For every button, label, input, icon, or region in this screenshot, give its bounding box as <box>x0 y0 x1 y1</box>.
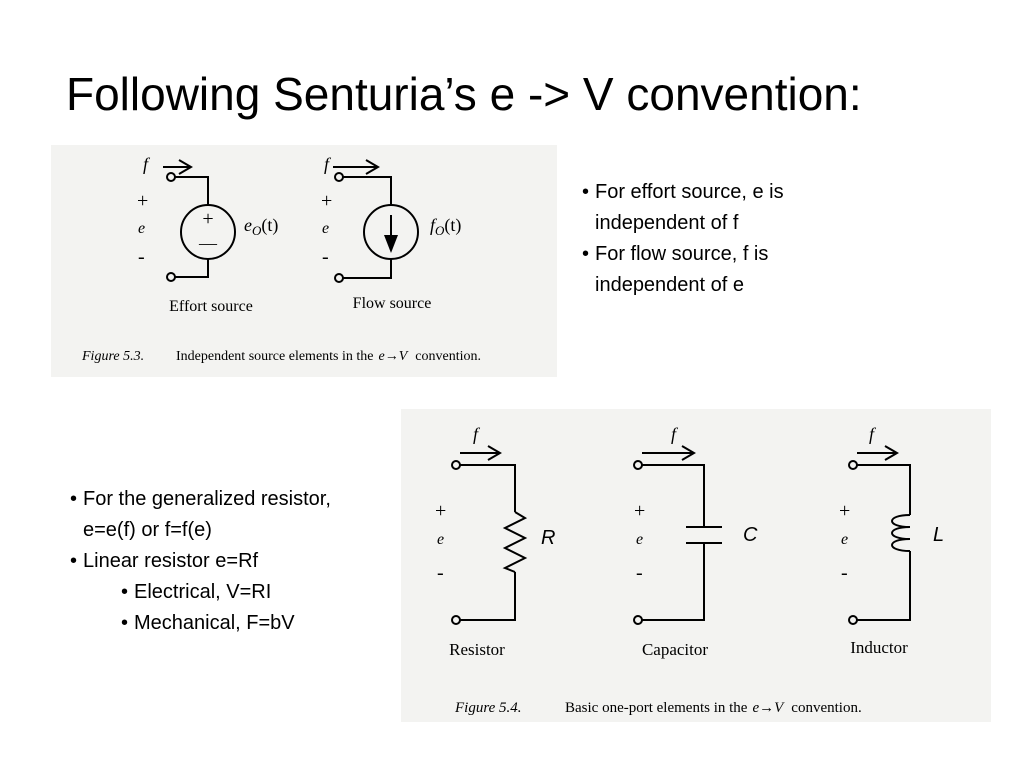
resistor-zigzag-icon <box>502 511 528 573</box>
flow-bottom-wire <box>343 259 392 279</box>
figure-independent-sources: f + e - + — eO(t) Effort source f + e - … <box>51 145 557 377</box>
list-item: Electrical, V=RI <box>121 577 380 608</box>
list-item: Mechanical, F=bV <box>121 608 380 639</box>
flow-minus-label: - <box>322 246 329 268</box>
resistor-minus-label: - <box>437 562 444 584</box>
independent-sources-diagram: f + e - + — eO(t) Effort source f + e - … <box>81 154 481 364</box>
capacitor-bottom-wire <box>642 543 705 621</box>
inductor-top-terminal <box>848 460 858 470</box>
inductor-f-label: f <box>869 424 877 444</box>
resistor-e-label: e <box>437 531 444 548</box>
resistor-symbol-label: R <box>541 527 555 549</box>
resistor-top-wire <box>460 464 516 512</box>
effort-bottom-wire <box>175 259 209 278</box>
inductor-caption: Inductor <box>850 638 908 657</box>
capacitor-f-label: f <box>671 424 679 444</box>
flow-top-terminal <box>334 172 344 182</box>
flow-flow-arrow-icon <box>333 159 380 175</box>
inductor-bottom-terminal <box>848 615 858 625</box>
flow-top-wire <box>343 176 392 205</box>
flow-e-label: e <box>322 220 329 237</box>
source-notes-list: For effort source, e is independent of f… <box>582 177 882 301</box>
effort-flow-arrow-icon <box>163 159 193 175</box>
resistor-plus-label: + <box>435 500 446 522</box>
slide-title: Following Senturia’s e -> V convention: <box>66 68 862 120</box>
inductor-plus-label: + <box>839 500 850 522</box>
inductor-minus-label: - <box>841 562 848 584</box>
inductor-symbol-label: L <box>933 524 944 546</box>
flow-bottom-terminal <box>334 273 344 283</box>
capacitor-symbol-label: C <box>743 524 758 546</box>
inductor-flow-arrow-icon <box>857 445 899 461</box>
one-port-elements-diagram: f + e - R Resistor f + e - C Capacitor f… <box>435 424 944 716</box>
list-item: For effort source, e is independent of f <box>582 177 882 239</box>
flow-source-caption: Flow source <box>353 295 432 312</box>
resistor-bottom-wire <box>460 572 516 621</box>
inductor-e-label: e <box>841 531 848 548</box>
inductor-coil-icon <box>891 514 911 552</box>
flow-plus-label: + <box>321 190 332 212</box>
resistor-flow-arrow-icon <box>460 445 502 461</box>
effort-source-caption: Effort source <box>169 298 253 315</box>
capacitor-flow-arrow-icon <box>642 445 696 461</box>
effort-e-label: e <box>138 220 145 237</box>
resistor-f-label: f <box>473 424 481 444</box>
list-item: Linear resistor e=Rf <box>70 546 380 577</box>
inductor-top-wire <box>857 464 911 515</box>
capacitor-top-terminal <box>633 460 643 470</box>
resistor-notes-list: For the generalized resistor, e=e(f) or … <box>70 484 380 639</box>
effort-plus-label: + <box>137 190 148 212</box>
capacitor-bottom-terminal <box>633 615 643 625</box>
figure1-caption: Figure 5.3.Independent source elements i… <box>81 349 481 364</box>
capacitor-e-label: e <box>636 531 643 548</box>
list-item: For the generalized resistor, e=e(f) or … <box>70 484 380 546</box>
effort-f-label: f <box>143 154 151 174</box>
effort-top-wire <box>175 176 209 205</box>
figure-one-port-elements: f + e - R Resistor f + e - C Capacitor f… <box>401 409 991 722</box>
resistor-caption: Resistor <box>449 640 505 659</box>
list-item: For flow source, f is independent of e <box>582 239 882 301</box>
flow-f-label: f <box>324 154 332 174</box>
capacitor-top-wire <box>642 464 705 527</box>
resistor-top-terminal <box>451 460 461 470</box>
capacitor-minus-label: - <box>636 562 643 584</box>
flow-arrowhead-icon <box>384 235 398 253</box>
capacitor-plus-label: + <box>634 500 645 522</box>
effort-value-label: eO(t) <box>244 215 278 238</box>
inductor-bottom-wire <box>857 551 911 621</box>
effort-top-terminal <box>166 172 176 182</box>
effort-circle-plus: + <box>202 208 213 230</box>
resistor-bottom-terminal <box>451 615 461 625</box>
flow-value-label: fO(t) <box>430 215 461 238</box>
capacitor-caption: Capacitor <box>642 640 708 659</box>
capacitor-plates-icon <box>686 526 722 544</box>
effort-minus-label: - <box>138 246 145 268</box>
effort-bottom-terminal <box>166 272 176 282</box>
effort-circle-minus: — <box>198 233 218 253</box>
figure2-caption: Figure 5.4.Basic one-port elements in th… <box>454 700 862 716</box>
